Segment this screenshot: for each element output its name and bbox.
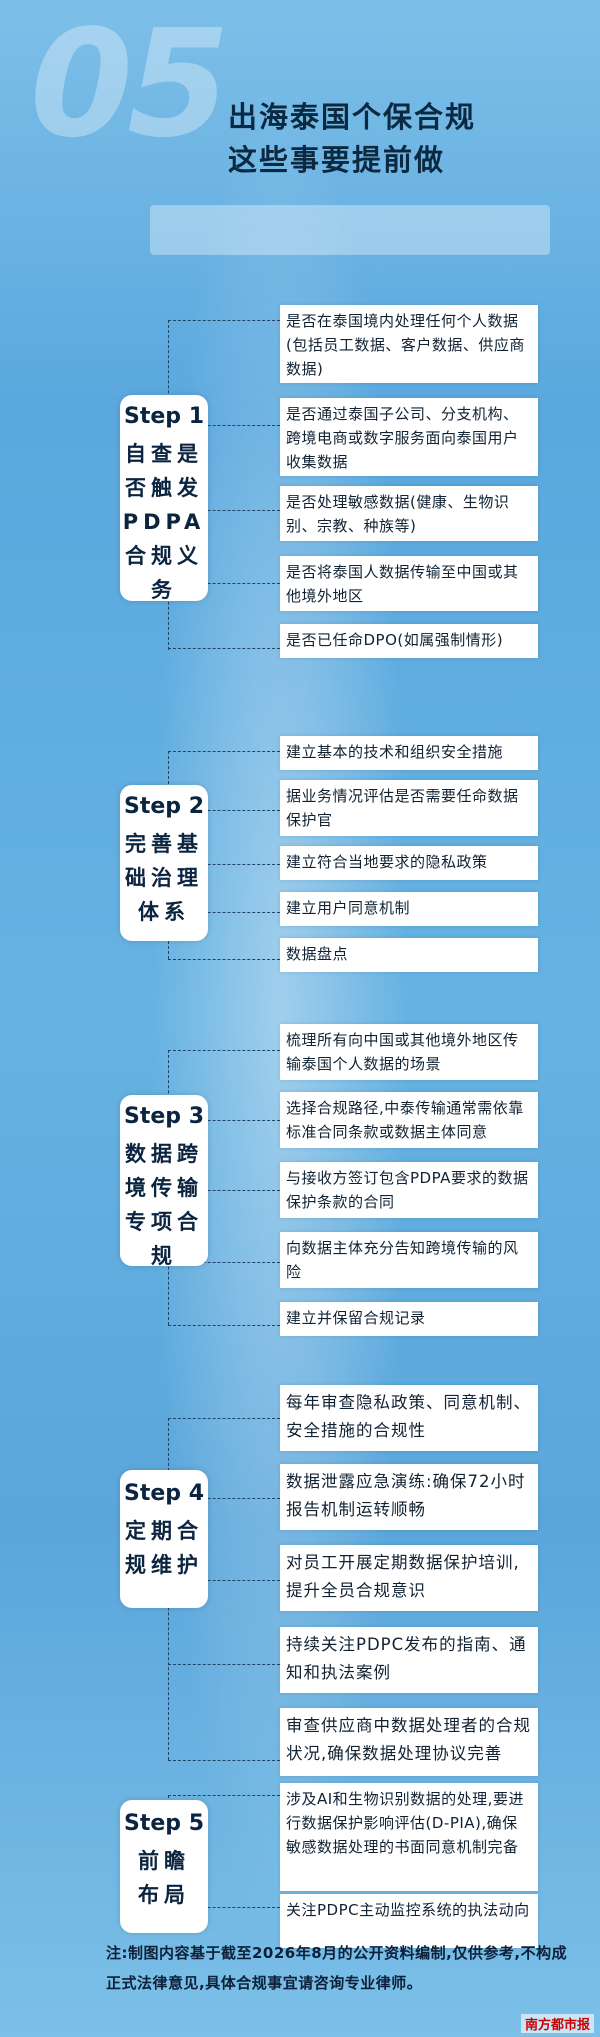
- step3-item-5: 建立并保留合规记录: [280, 1302, 538, 1336]
- step1-number: Step 1: [124, 404, 204, 429]
- step1-item-2: 是否通过泰国子公司、分支机构、跨境电商或数字服务面向泰国用户收集数据: [280, 398, 538, 476]
- step2-label: Step 2 完善基 础治理 体系: [120, 785, 208, 941]
- step5-item-1: 涉及AI和生物识别数据的处理,要进行数据保护影响评估(D-PIA),确保敏感数据…: [280, 1783, 538, 1891]
- step4-item-3: 对员工开展定期数据保护培训,提升全员合规意识: [280, 1545, 538, 1611]
- step3-title: 数据跨 境传输 专项合 规: [125, 1142, 203, 1268]
- connector-branch: [168, 1325, 280, 1326]
- step2-item-1: 建立基本的技术和组织安全措施: [280, 736, 538, 770]
- connector-branch: [168, 1190, 280, 1191]
- step2-item-2: 据业务情况评估是否需要任命数据保护官: [280, 780, 538, 836]
- connector-branch: [168, 320, 280, 321]
- step4-label: Step 4 定期合 规维护: [120, 1470, 208, 1608]
- connector-branch: [168, 648, 280, 649]
- title-line-2: 这些事要提前做: [228, 143, 446, 177]
- title-line-1: 出海泰国个保合规: [228, 100, 477, 134]
- connector-branch: [168, 1664, 280, 1665]
- step3-item-4: 向数据主体充分告知跨境传输的风险: [280, 1232, 538, 1288]
- connector-branch: [168, 1795, 280, 1796]
- step4-item-2: 数据泄露应急演练:确保72小时报告机制运转顺畅: [280, 1464, 538, 1530]
- connector-branch: [168, 1418, 280, 1419]
- step1-item-4: 是否将泰国人数据传输至中国或其他境外地区: [280, 556, 538, 611]
- step5-number: Step 5: [124, 1811, 204, 1836]
- step5-title: 前瞻 布局: [138, 1849, 190, 1907]
- step4-number: Step 4: [124, 1481, 204, 1506]
- footnote: 注:制图内容基于截至2026年8月的公开资料编制,仅供参考,不构成正式法律意见,…: [106, 1944, 568, 1992]
- connector-branch: [168, 959, 280, 960]
- connector-branch: [168, 1120, 280, 1121]
- connector-branch: [168, 1498, 280, 1499]
- step2-item-3: 建立符合当地要求的隐私政策: [280, 846, 538, 880]
- connector-branch: [168, 1262, 280, 1263]
- step3-label: Step 3 数据跨 境传输 专项合 规: [120, 1095, 208, 1268]
- step5-item-2: 关注PDPC主动监控系统的执法动向: [280, 1894, 538, 1948]
- connector-branch: [168, 864, 280, 865]
- step1-item-1: 是否在泰国境内处理任何个人数据(包括员工数据、客户数据、供应商数据): [280, 305, 538, 383]
- section-number: 05: [30, 0, 230, 170]
- connector-branch: [168, 425, 280, 426]
- step4-title: 定期合 规维护: [125, 1519, 203, 1577]
- step3-item-2: 选择合规路径,中泰传输通常需依靠标准合同条款或数据主体同意: [280, 1092, 538, 1148]
- connector-branch: [168, 1760, 280, 1761]
- step1-item-5: 是否已任命DPO(如属强制情形): [280, 624, 538, 658]
- step5-label: Step 5 前瞻 布局: [120, 1800, 208, 1933]
- connector-branch: [168, 1907, 280, 1908]
- step2-item-5: 数据盘点: [280, 938, 538, 972]
- publisher-logo: 南方都市报: [520, 2014, 594, 2033]
- connector-branch: [168, 1050, 280, 1051]
- step3-number: Step 3: [124, 1104, 204, 1129]
- step4-item-4: 持续关注PDPC发布的指南、通知和执法案例: [280, 1627, 538, 1693]
- step2-item-4: 建立用户同意机制: [280, 892, 538, 926]
- step4-item-1: 每年审查隐私政策、同意机制、安全措施的合规性: [280, 1385, 538, 1451]
- step3-item-1: 梳理所有向中国或其他境外地区传输泰国个人数据的场景: [280, 1024, 538, 1080]
- step1-label: Step 1 自查是 否触发 PDPA 合规义 务: [120, 395, 208, 602]
- connector-branch: [168, 510, 280, 511]
- connector-branch: [168, 751, 280, 752]
- connector-branch: [168, 1580, 280, 1581]
- step2-title: 完善基 础治理 体系: [125, 832, 203, 924]
- step1-item-3: 是否处理敏感数据(健康、生物识别、宗教、种族等): [280, 486, 538, 541]
- step4-item-5: 审查供应商中数据处理者的合规状况,确保数据处理协议完善: [280, 1708, 538, 1776]
- connector-branch: [168, 912, 280, 913]
- step1-title: 自查是 否触发 PDPA 合规义 务: [122, 442, 206, 602]
- connector-branch: [168, 810, 280, 811]
- connector-branch: [168, 583, 280, 584]
- step3-item-3: 与接收方签订包含PDPA要求的数据保护条款的合同: [280, 1162, 538, 1218]
- page-title: 出海泰国个保合规 这些事要提前做: [228, 96, 476, 182]
- decorative-banner: [150, 205, 550, 255]
- step2-number: Step 2: [124, 794, 204, 819]
